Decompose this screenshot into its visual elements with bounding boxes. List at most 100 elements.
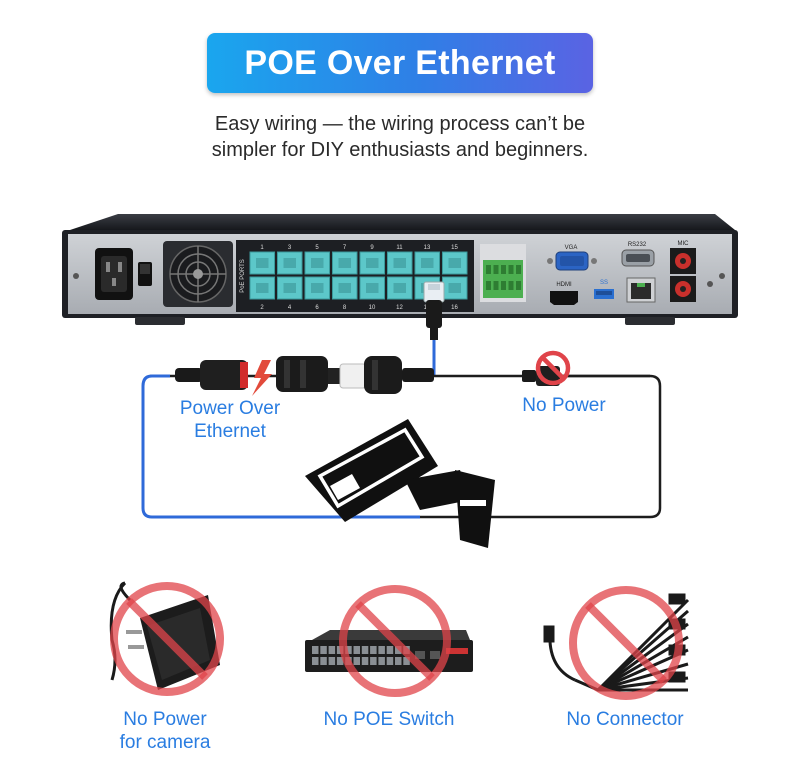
switch-port	[353, 646, 360, 654]
port-number: 5	[315, 245, 319, 251]
terminal-hole	[486, 281, 491, 290]
terminal-hole	[508, 281, 514, 290]
poe-port-slot	[256, 283, 269, 293]
switch-port	[378, 657, 385, 665]
switch-port	[345, 646, 352, 654]
mic-label: MIC	[678, 241, 690, 247]
switch-port	[378, 646, 385, 654]
poe-port-slot	[421, 258, 434, 268]
switch-port	[395, 646, 402, 654]
poe-port-slot	[393, 283, 406, 293]
hdmi-port-icon	[550, 291, 578, 305]
terminal-hole	[501, 265, 506, 274]
port-number: 11	[396, 245, 403, 251]
terminal-hole	[516, 265, 521, 274]
poe-ports-label: PoE PORTS	[240, 259, 246, 293]
poe-splitter-icon	[175, 356, 434, 396]
port-number: 10	[369, 305, 376, 311]
port-number: 3	[288, 245, 292, 251]
power-over-ethernet-line-1: Power Over	[179, 398, 281, 419]
switch-port	[328, 646, 336, 654]
rs232-label: RS232	[628, 242, 647, 248]
poe-port-slot	[448, 283, 461, 293]
no-connector-label: No Connector	[566, 709, 684, 730]
terminal-block	[480, 244, 526, 302]
subtitle-line-1: Easy wiring — the wiring process can’t b…	[214, 113, 586, 135]
port-number: 16	[451, 305, 458, 311]
poe-port-slot	[338, 283, 351, 293]
port-number: 12	[396, 305, 403, 311]
hdmi-label: HDMI	[556, 282, 572, 288]
poe-port-slot	[338, 258, 351, 268]
terminal-hole	[516, 281, 521, 290]
switch-port	[328, 657, 336, 665]
power-over-ethernet-line-2: Ethernet	[194, 421, 266, 442]
fan-icon	[163, 241, 233, 307]
poe-port-slot	[311, 258, 324, 268]
vga-port-icon	[555, 251, 589, 271]
poe-port-slot	[256, 258, 269, 268]
terminal-hole	[493, 265, 499, 274]
poe-port-grid	[249, 251, 468, 300]
switch-port	[336, 657, 344, 665]
vga-label: VGA	[565, 245, 578, 251]
port-number: 9	[370, 245, 374, 251]
port-number: 7	[343, 245, 347, 251]
terminal-hole	[493, 281, 499, 290]
subtitle-line-2: simpler for DIY enthusiasts and beginner…	[211, 139, 589, 161]
port-number: 15	[451, 245, 458, 251]
power-over-ethernet-label: Power Over Ethernet	[160, 397, 300, 443]
switch-port	[370, 646, 377, 654]
page-title: POE Over Ethernet	[244, 43, 556, 82]
poe-port-slot	[366, 283, 379, 293]
security-camera-icon	[305, 419, 495, 548]
port-number: 8	[343, 305, 347, 311]
title-badge: POE Over Ethernet	[207, 33, 593, 93]
switch-port	[370, 657, 377, 665]
switch-port	[386, 657, 394, 665]
port-number: 2	[260, 305, 264, 311]
poe-port-slot	[311, 283, 324, 293]
no-power-camera-prohibit-icon	[110, 582, 224, 696]
terminal-hole	[508, 265, 514, 274]
switch-port	[320, 646, 327, 654]
no-poe-switch-prohibit-icon	[339, 585, 451, 697]
poe-port-slot	[366, 258, 379, 268]
switch-port	[361, 646, 369, 654]
power-inlet-icon	[95, 248, 133, 300]
poe-port-slot	[448, 258, 461, 268]
audio-jack-icon	[670, 248, 696, 302]
port-number: 13	[424, 245, 431, 251]
usb-label: SS	[600, 280, 608, 286]
switch-port	[312, 646, 319, 654]
rs232-port-icon	[621, 249, 655, 267]
power-switch-icon	[138, 262, 152, 286]
no-power-camera-label: No Power for camera	[95, 708, 235, 754]
usb-port-icon	[594, 289, 614, 299]
no-power-prohibit-icon	[535, 350, 571, 386]
switch-port	[361, 657, 369, 665]
lan-port-icon	[626, 277, 656, 303]
terminal-hole	[501, 281, 506, 290]
poe-port-slot	[393, 258, 406, 268]
switch-port	[312, 657, 319, 665]
switch-port	[353, 657, 360, 665]
switch-port	[386, 646, 394, 654]
switch-port	[320, 657, 327, 665]
switch-port	[403, 657, 410, 665]
port-number: 6	[315, 305, 319, 311]
terminal-hole	[486, 265, 491, 274]
no-power-label: No Power	[522, 395, 606, 416]
poe-port-slot	[283, 258, 296, 268]
switch-port	[395, 657, 402, 665]
port-number: 4	[288, 305, 292, 311]
rj45-plug-icon	[423, 281, 445, 340]
no-power-camera-line-1: No Power	[123, 709, 207, 730]
port-number: 1	[260, 245, 264, 251]
poe-port-slot	[283, 283, 296, 293]
no-connector-prohibit-icon	[569, 586, 683, 700]
no-poe-switch-label: No POE Switch	[323, 709, 455, 730]
